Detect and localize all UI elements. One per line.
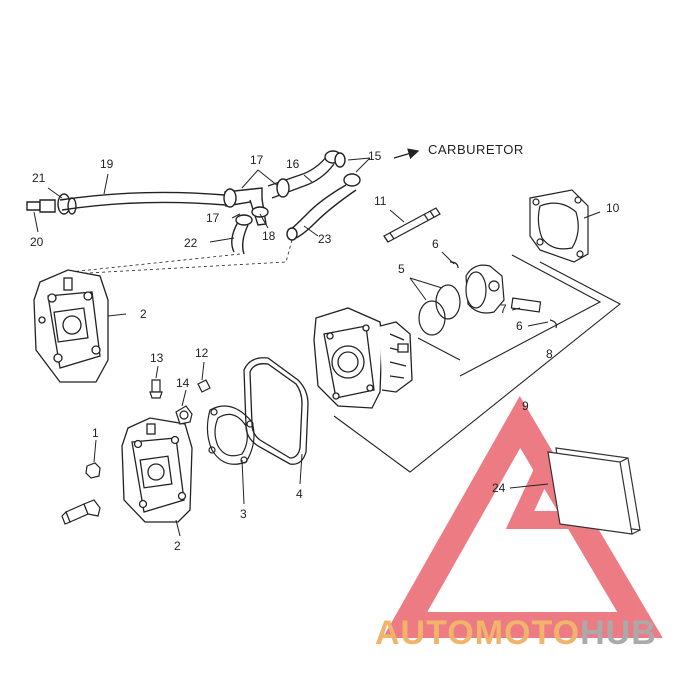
- cylinder-head-upper: [33, 269, 109, 383]
- manual-booklet: [547, 447, 641, 535]
- piston-assembly: [418, 261, 557, 336]
- callout-6-upper: 6: [432, 237, 439, 251]
- callout-16: 16: [286, 157, 300, 171]
- callout-14: 14: [176, 376, 190, 390]
- callout-17-lower: 17: [206, 211, 220, 225]
- callout-11: 11: [374, 194, 387, 208]
- callout-10: 10: [606, 201, 620, 215]
- leader-lines: [33, 157, 601, 537]
- callout-15: 15: [368, 149, 382, 163]
- callout-22: 22: [184, 236, 198, 250]
- small-fasteners: [61, 379, 211, 525]
- watermark-moto: MOTO: [474, 614, 581, 652]
- base-gasket: [529, 189, 589, 263]
- automotohub-watermark: AUTOMOTOHUB: [375, 614, 657, 653]
- callout-17-top: 17: [250, 153, 264, 167]
- callout-2-upper: 2: [140, 307, 147, 321]
- cylinder-stud: [383, 207, 441, 243]
- callout-12: 12: [195, 346, 209, 360]
- callout-2-lower: 2: [174, 539, 181, 553]
- callout-21: 21: [32, 171, 46, 185]
- carburetor-arrow-icon: [393, 148, 420, 160]
- head-gasket-small: [206, 405, 255, 465]
- callout-19: 19: [100, 157, 114, 171]
- callout-3: 3: [240, 507, 247, 521]
- watermark-auto: AUTO: [375, 614, 475, 652]
- cylinder-head-lower: [121, 417, 193, 523]
- head-gasket-large: [243, 357, 309, 465]
- callout-18: 18: [262, 229, 276, 243]
- callout-4: 4: [296, 487, 303, 501]
- callout-7: 7: [500, 302, 507, 316]
- callout-1: 1: [92, 426, 99, 440]
- callout-24: 24: [492, 481, 506, 495]
- callout-8: 8: [546, 347, 553, 361]
- fuel-line-assembly: [26, 150, 361, 275]
- callout-20: 20: [30, 235, 44, 249]
- carburetor-label: CARBURETOR: [428, 142, 524, 157]
- callout-5: 5: [398, 262, 405, 276]
- callout-13: 13: [150, 351, 164, 365]
- watermark-hub: HUB: [580, 614, 657, 652]
- callout-9: 9: [522, 399, 529, 413]
- group-brackets: [333, 254, 622, 473]
- callout-6-lower: 6: [516, 319, 523, 333]
- cylinder-block: [313, 307, 413, 409]
- callout-23: 23: [318, 232, 332, 246]
